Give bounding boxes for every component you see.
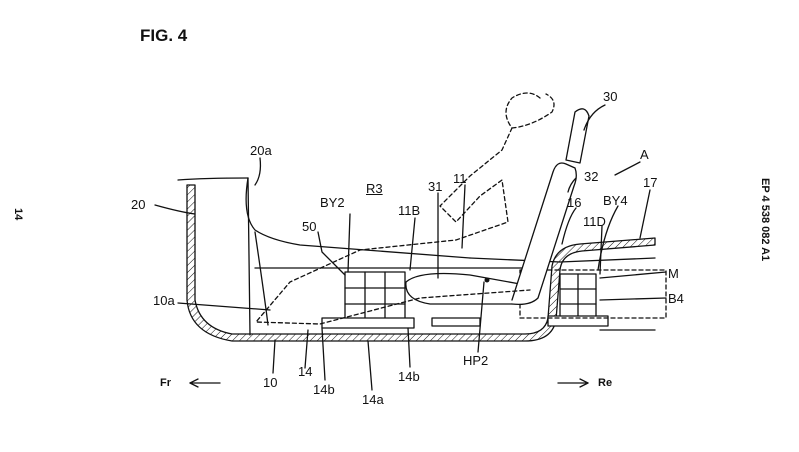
label-by4: BY4 [603, 193, 628, 208]
label-17: 17 [643, 175, 658, 190]
label-20a: 20a [250, 143, 272, 158]
label-50: 50 [302, 219, 317, 234]
label-r3: R3 [366, 181, 383, 196]
headrest [565, 108, 590, 164]
label-14a: 14a [362, 392, 384, 407]
hip-point [484, 277, 490, 283]
occupant-outline [255, 92, 541, 325]
direction-front-label: Fr [160, 377, 171, 389]
label-m: M [668, 266, 679, 281]
label-11: 11 [453, 171, 467, 186]
label-14: 14 [298, 364, 313, 379]
label-b4: B4 [668, 291, 684, 306]
label-14b-left: 14b [313, 382, 335, 397]
label-32: 32 [584, 169, 599, 184]
label-14b-right: 14b [398, 369, 420, 384]
seat-cushion [405, 272, 524, 305]
label-10: 10 [263, 375, 278, 390]
figure-title: FIG. 4 [140, 26, 188, 45]
label-11b: 11B [398, 203, 421, 218]
seat-back [511, 162, 577, 306]
label-11d: 11D [583, 214, 606, 229]
label-hp2: HP2 [463, 353, 489, 368]
battery-pack-by2 [344, 271, 406, 321]
label-by2: BY2 [320, 195, 345, 210]
label-20: 20 [131, 197, 146, 212]
direction-rear-label: Re [598, 377, 613, 389]
body-shell [186, 184, 656, 342]
page-number: 14 [12, 208, 24, 221]
label-30: 30 [603, 89, 618, 104]
label-31: 31 [428, 179, 443, 194]
label-10a: 10a [153, 293, 175, 308]
publication-id: EP 4 538 082 A1 [759, 178, 771, 262]
label-16: 16 [567, 195, 582, 210]
label-a: A [640, 147, 649, 162]
